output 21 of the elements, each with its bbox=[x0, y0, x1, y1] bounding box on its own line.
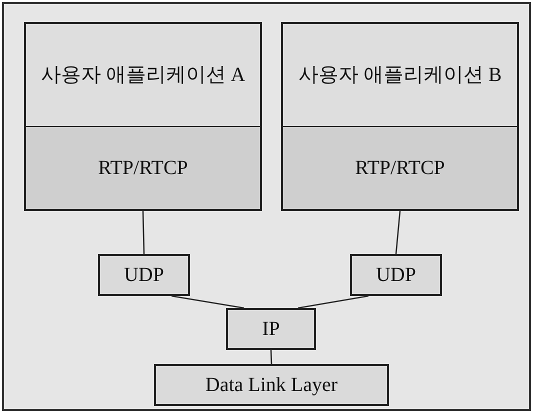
connector-line bbox=[270, 350, 272, 364]
layer-label: Data Link Layer bbox=[205, 373, 338, 398]
layer-box bbox=[24, 22, 262, 127]
connector-line bbox=[142, 210, 145, 254]
layer-label: RTP/RTCP bbox=[98, 156, 188, 181]
layer-box bbox=[281, 22, 519, 127]
layer-label: UDP bbox=[124, 263, 164, 288]
layer-label: IP bbox=[262, 317, 280, 342]
layer-box bbox=[281, 127, 519, 211]
layer-label: RTP/RTCP bbox=[355, 156, 445, 181]
layer-box bbox=[226, 308, 316, 350]
connector-line bbox=[395, 210, 401, 254]
layer-box bbox=[24, 127, 262, 211]
layer-label: 사용자 애플리케이션 B bbox=[298, 63, 502, 88]
layer-box bbox=[154, 364, 389, 406]
layer-label: 사용자 애플리케이션 A bbox=[40, 63, 246, 88]
layer-box bbox=[98, 254, 190, 296]
layer-box bbox=[350, 254, 442, 296]
connector-line bbox=[298, 295, 368, 309]
connector-line bbox=[172, 295, 244, 309]
layer-label: UDP bbox=[376, 263, 416, 288]
